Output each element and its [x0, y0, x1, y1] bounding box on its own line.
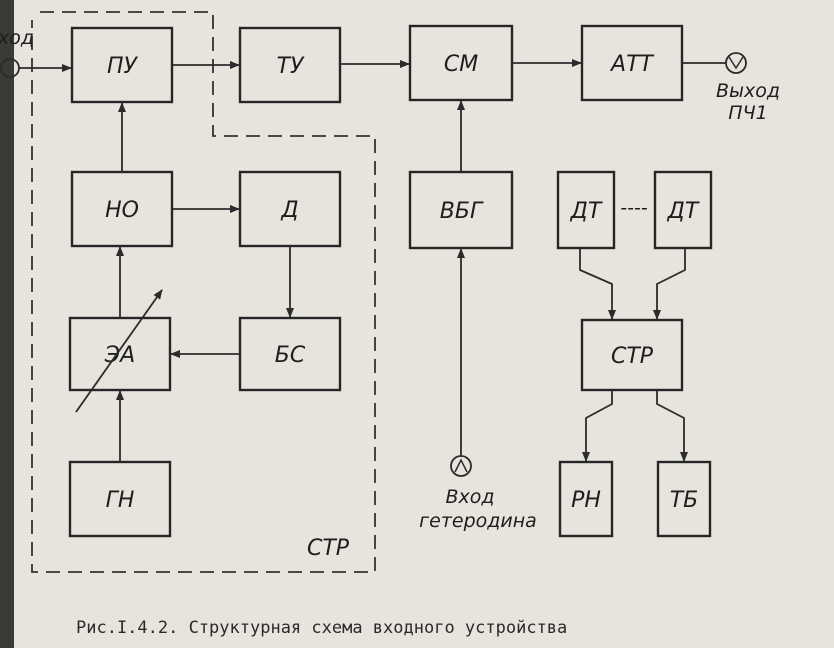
label-dt-2: ДТ [667, 199, 700, 224]
label-pu: ПУ [107, 54, 139, 79]
label-output-line2: ПЧ1 [728, 102, 767, 124]
label-str-right: СТР [611, 344, 654, 369]
label-tu: ТУ [277, 54, 305, 79]
lo-input-connector-icon [450, 455, 472, 477]
block-str-right [580, 318, 684, 392]
str-region-boundary [31, 11, 376, 573]
label-rn: РН [571, 488, 601, 513]
block-dt-1 [556, 170, 616, 250]
label-ea: ЭА [104, 343, 135, 368]
label-att: АТТ [609, 52, 654, 77]
label-lo-input-line2: гетеродина [419, 510, 537, 532]
label-input-left: ход [0, 27, 34, 49]
wire-str-to-tb [656, 390, 688, 462]
block-rn [558, 460, 614, 538]
variable-element-arrow-icon [75, 289, 163, 413]
label-sm: СМ [444, 52, 478, 77]
lo-input-glyph-icon [454, 458, 468, 473]
label-bs: БС [275, 343, 306, 368]
label-lo-input-line1: Вход [445, 486, 494, 508]
wire-str-to-rn [582, 390, 613, 462]
block-tu [238, 26, 342, 104]
label-d: Д [280, 198, 298, 223]
output-connector-icon [725, 52, 747, 74]
wire-dt1-to-str [579, 248, 616, 320]
output-connector-glyph-icon [728, 56, 744, 70]
figure-caption: Рис.I.4.2. Структурная схема входного ус… [76, 618, 567, 638]
label-no: НО [105, 198, 139, 223]
label-dt-1: ДТ [570, 199, 603, 224]
label-vbg: ВБГ [440, 199, 484, 224]
page-edge-shadow [0, 0, 14, 648]
label-gn: ГН [106, 488, 135, 513]
block-tb [656, 460, 712, 538]
label-str-region: СТР [307, 536, 350, 561]
block-dt-2 [653, 170, 713, 250]
wire-dt2-to-str [653, 248, 686, 320]
label-output-line1: Выход [716, 80, 780, 102]
label-tb: ТБ [670, 488, 699, 513]
label-dt-ellipsis: ---- [620, 197, 648, 219]
